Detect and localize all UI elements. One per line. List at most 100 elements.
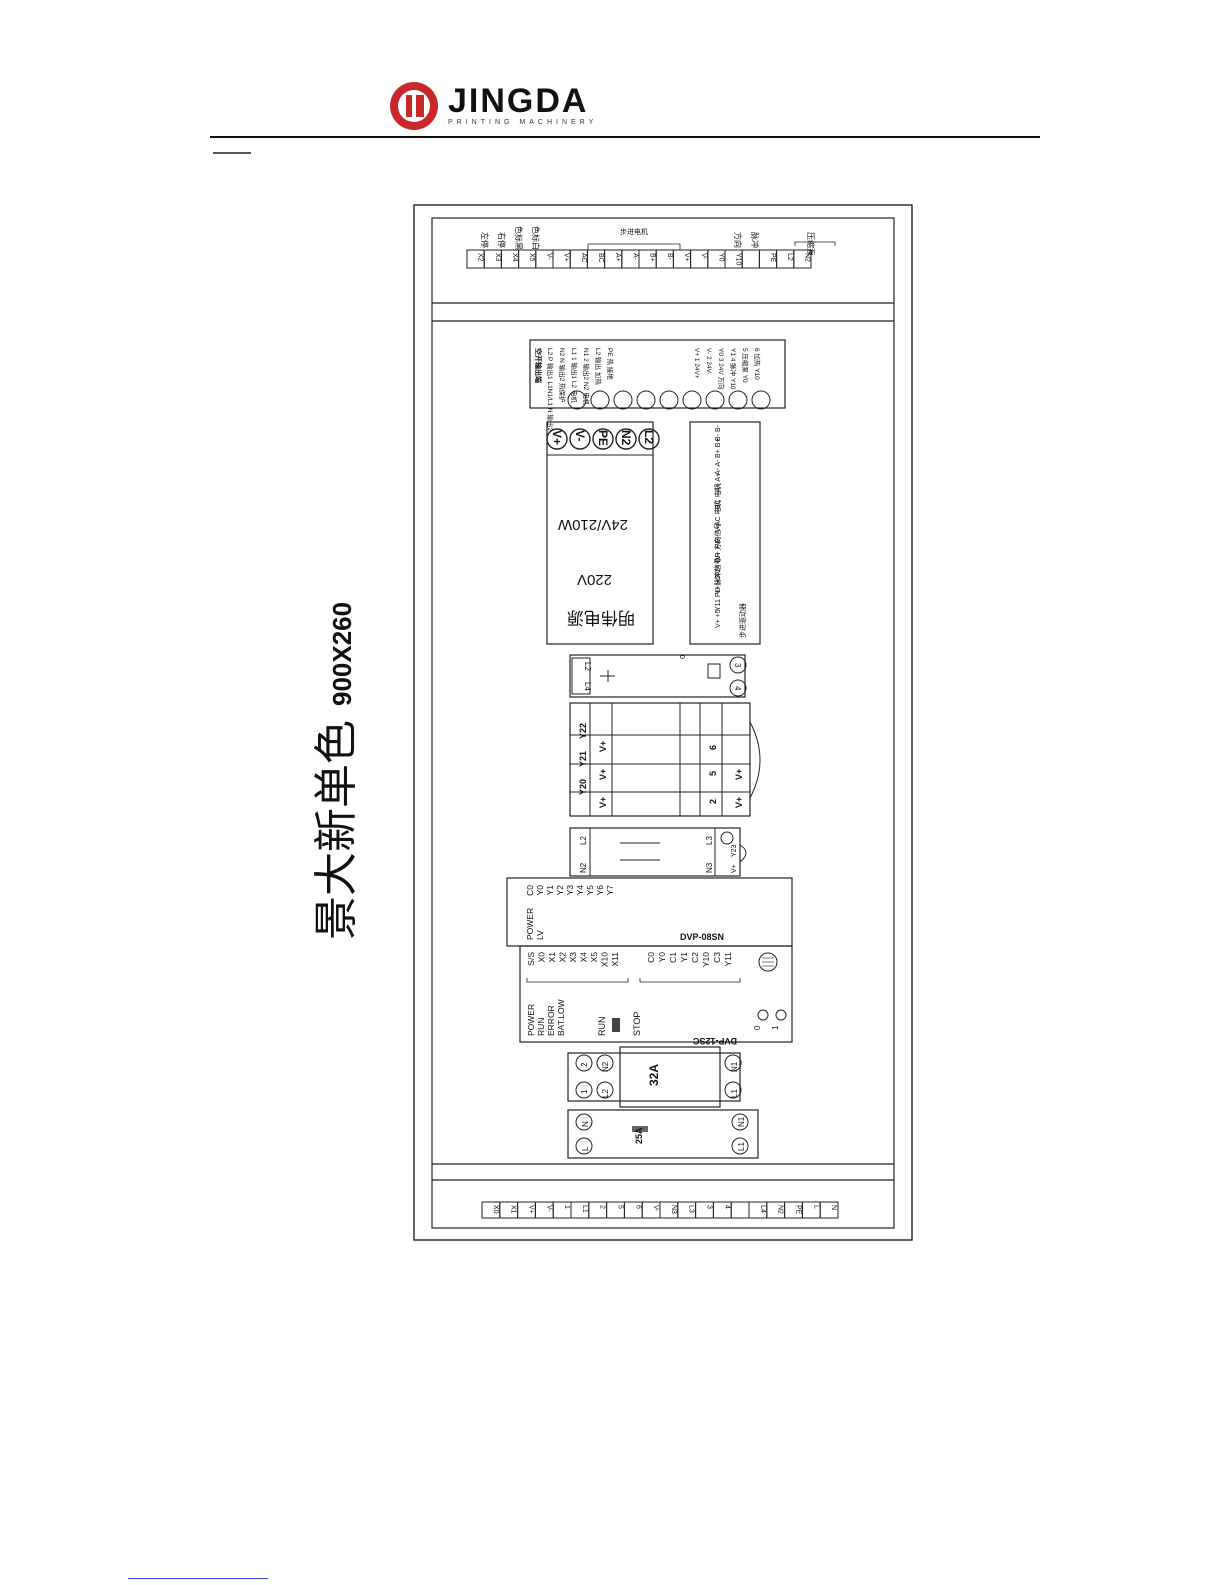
- svg-text:L1: L1: [737, 1142, 746, 1151]
- bottom-terminal-label: X1: [510, 1205, 517, 1214]
- bottom-terminal-label: V-: [652, 1205, 659, 1212]
- header-divider: [210, 136, 1040, 138]
- svg-text:Y23: Y23: [731, 844, 738, 857]
- top-terminal-label: X5: [528, 253, 535, 262]
- driver-line: Y24 DR 方向信号: [713, 523, 722, 577]
- plc-input-label: X10: [600, 952, 610, 967]
- plc-input-label: X11: [610, 952, 620, 967]
- svg-text:N2: N2: [579, 862, 588, 873]
- top-terminal-label: BC: [597, 253, 604, 263]
- svg-text:2: 2: [708, 799, 718, 804]
- label-mark-white: 色标白: [531, 226, 541, 250]
- plc-port-icon: [758, 952, 778, 972]
- bottom-terminal-label: 2: [599, 1205, 606, 1209]
- svg-text:V+: V+: [734, 769, 744, 780]
- bottom-terminal-label: 3: [706, 1205, 713, 1209]
- top-terminal-label: N2: [803, 253, 810, 262]
- svg-text:L2: L2: [601, 1089, 610, 1098]
- svg-text:N1 2 输出2 N2 电机: N1 2 输出2 N2 电机: [582, 348, 591, 406]
- svg-text:空开输出端: 空开输出端: [534, 348, 543, 383]
- ext-pin-label: Y5: [585, 885, 595, 896]
- plc-output-label: C2: [690, 952, 700, 963]
- bottom-terminal-label: V+: [528, 1205, 535, 1214]
- plc-output-label: Y0: [657, 952, 667, 963]
- plc-input-label: X4: [579, 952, 589, 963]
- ext-pin-label: Y0: [535, 885, 545, 896]
- label-pulse: 脉冲: [750, 232, 760, 248]
- bottom-terminal-label: 6: [634, 1205, 641, 1209]
- bottom-terminal-label: L3: [688, 1205, 695, 1213]
- top-terminal-label: Y10: [735, 253, 742, 266]
- top-terminal-label: A+: [614, 253, 621, 262]
- svg-text:STOP: STOP: [632, 1012, 642, 1036]
- svg-text:L3: L3: [705, 836, 714, 845]
- ext-pin-label: Y2: [555, 885, 565, 896]
- panel-outer-frame: [413, 204, 913, 1241]
- svg-text:N1: N1: [730, 1061, 739, 1072]
- svg-text:4: 4: [733, 686, 742, 691]
- svg-text:PE 热 接地: PE 热 接地: [606, 348, 615, 380]
- top-terminal-label: X3: [494, 253, 501, 262]
- relay-module: L2 L4 3 4 0: [569, 654, 747, 698]
- plc-output-label: Y1: [679, 952, 689, 963]
- svg-text:步进驱动器: 步进驱动器: [738, 603, 747, 638]
- plc-input-label: X0: [537, 952, 547, 963]
- svg-text:V+: V+: [731, 864, 738, 873]
- svg-text:3: 3: [733, 663, 742, 668]
- top-terminal: [741, 249, 760, 269]
- label-right-stop: 右停: [497, 232, 507, 248]
- bottom-terminal-label: 1: [563, 1205, 570, 1209]
- panel-inner-frame: [431, 217, 895, 1229]
- top-terminal-labels: 左停 右停 色标黑 色标白 步进电机 方向 脉冲 压缩泵: [480, 226, 816, 256]
- svg-text:Y1 4 脉冲 Y10: Y1 4 脉冲 Y10: [729, 348, 738, 390]
- plc-output-label: C0: [646, 952, 656, 963]
- power-terminal: [546, 428, 568, 450]
- svg-text:L2 输出 加热: L2 输出 加热: [594, 348, 603, 385]
- top-terminal-label: V-: [700, 253, 707, 260]
- label-left-stop: 左停: [480, 232, 490, 248]
- ext-pin-label: C0: [525, 885, 535, 896]
- power-supply-name: 明伟电源: [567, 608, 635, 627]
- svg-text:1: 1: [580, 1089, 589, 1094]
- svg-text:L2: L2: [579, 836, 588, 845]
- driver-line: V+ +5: [715, 609, 722, 628]
- svg-text:RUN: RUN: [597, 1017, 607, 1037]
- plc-output-label: Y11: [723, 952, 733, 967]
- svg-text:0: 0: [678, 655, 685, 659]
- breaker-32-rating: 32A: [647, 1064, 661, 1086]
- driver-line: V+ +V: [715, 540, 722, 560]
- svg-text:V+: V+: [598, 741, 608, 752]
- label-pump: 压缩泵: [806, 232, 816, 256]
- breaker-25a: L N L1 N1 25A: [567, 1109, 759, 1159]
- driver-line: Y11 PU 脉冲信号: [713, 557, 722, 611]
- plc-input-label: X1: [547, 952, 557, 963]
- svg-text:5: 5: [708, 771, 718, 776]
- bottom-terminal-label: L4: [759, 1205, 766, 1213]
- plc-input-label: X3: [568, 952, 578, 963]
- power-output: 24V/210W: [557, 516, 628, 533]
- svg-text:POWER: POWER: [525, 908, 535, 940]
- svg-text:6 加热 Y10: 6 加热 Y10: [753, 348, 762, 380]
- svg-text:Y0 3 24V 方向: Y0 3 24V 方向: [717, 348, 726, 390]
- plc-input-label: X5: [589, 952, 599, 963]
- top-terminal-label: X4: [511, 253, 518, 262]
- contactor: L2 N2 L3 N3 V+ Y23: [569, 827, 747, 877]
- svg-text:BAT.LOW: BAT.LOW: [556, 999, 566, 1036]
- driver-line: B+ B+: [715, 439, 722, 458]
- power-input: 220V: [577, 571, 612, 588]
- power-terminal: [569, 428, 591, 450]
- top-terminal-label: B-: [666, 253, 673, 261]
- brand-name: JINGDA: [448, 82, 589, 120]
- bottom-terminal-label: N2: [777, 1205, 784, 1214]
- ext-pin-label: Y1: [545, 885, 555, 896]
- svg-text:6: 6: [708, 745, 718, 750]
- svg-text:1: 1: [771, 1025, 780, 1030]
- main-model: DVP-12SC: [692, 1036, 737, 1046]
- driver-line: B- B-: [715, 424, 722, 441]
- svg-text:V+: V+: [734, 797, 744, 808]
